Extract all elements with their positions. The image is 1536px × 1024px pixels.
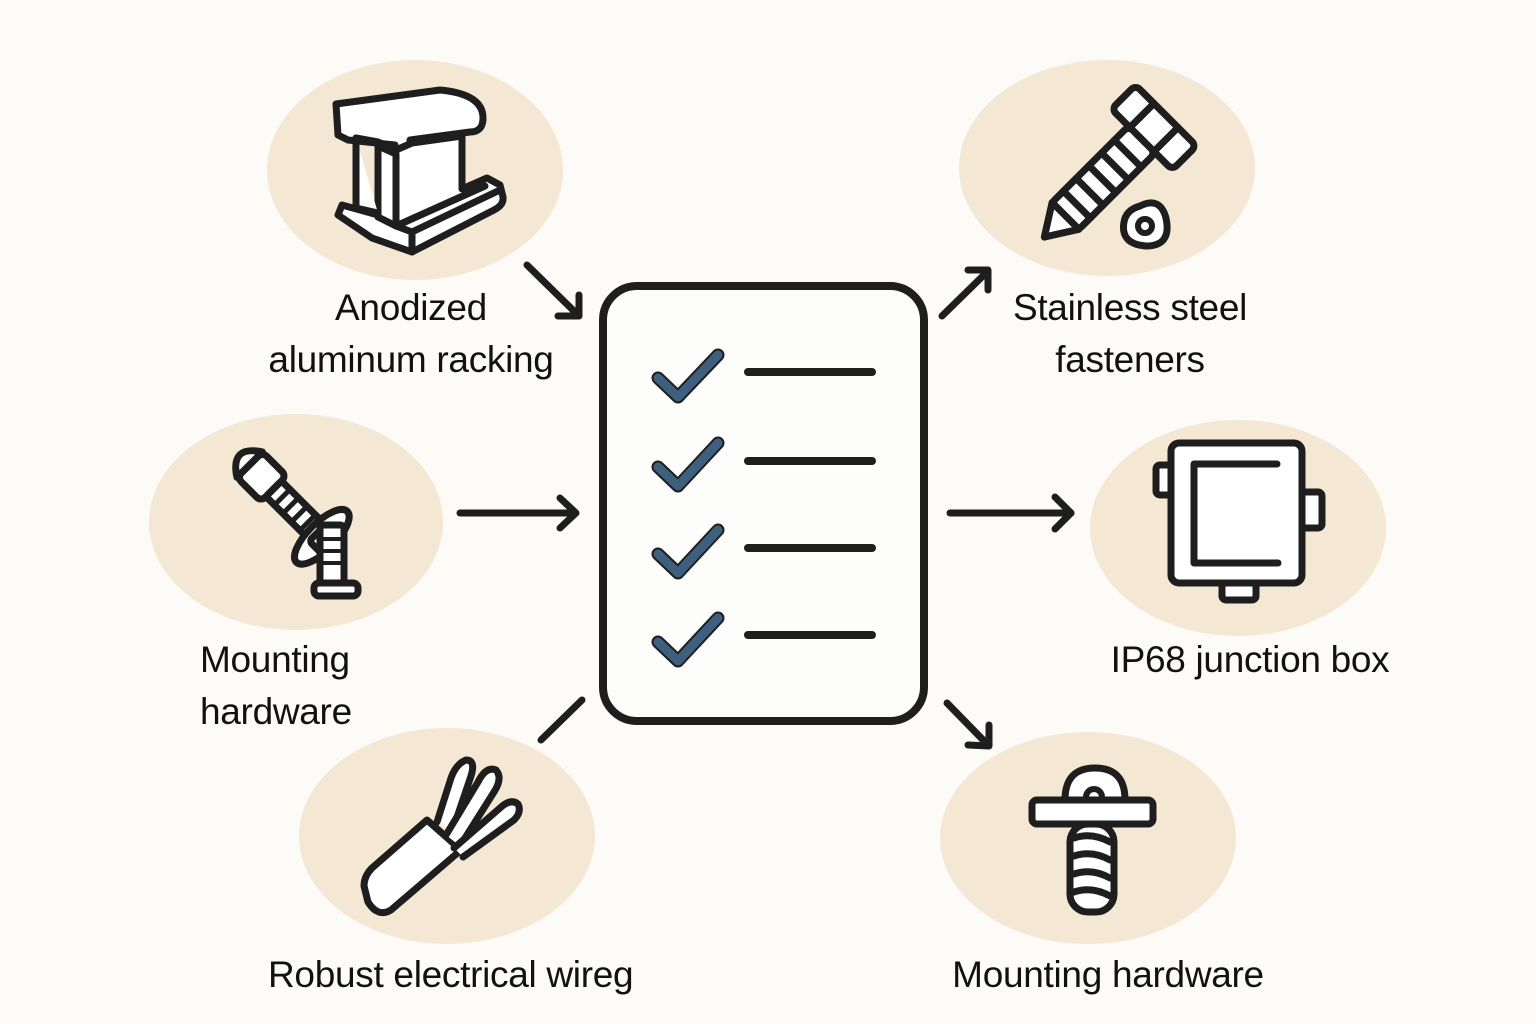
arrow-checklist-to-fasteners [938,266,992,320]
arrow-mounting-left-to-checklist [456,494,580,532]
arrow-checklist-to-mounting-right [943,699,993,750]
label-line: hardware [200,691,352,732]
wire-bundle-icon [360,756,523,917]
connector-wiring-to-checklist [537,696,586,744]
checklist-item [651,611,876,668]
screw-and-washer-icon [1040,84,1198,250]
label-line: Mounting hardware [952,954,1264,995]
label-line: Anodized [335,287,487,328]
node-label-stainless-steel-fasteners: Stainless steel fasteners [980,282,1280,386]
checklist-item [651,348,876,404]
arrow-checklist-to-junction-box [946,493,1075,533]
junction-box-icon [1152,439,1326,604]
label-line: Mounting [200,639,350,680]
checklist-icon [599,282,928,725]
arrow-anodized-to-checklist [523,261,583,320]
label-line: aluminum racking [268,339,554,380]
label-line: Stainless steel [1012,287,1248,328]
node-label-mounting-hardware-left: Mounting hardware [200,634,400,738]
aluminum-rail-icon [332,86,507,256]
node-label-mounting-hardware-right: Mounting hardware [918,949,1298,1001]
node-label-ip68-junction-box: IP68 junction box [1080,634,1420,686]
checklist-item [651,436,876,493]
mounting-screw-icon [1028,764,1157,916]
checklist-item [651,523,876,580]
label-line: fasteners [1055,339,1205,380]
node-label-robust-electrical-wiring: Robust electrical wireg [258,949,708,1001]
bolts-icon [232,447,362,600]
label-line: Robust electrical wireg [268,954,634,995]
node-label-anodized-aluminum-racking: Anodized aluminum racking [236,282,586,386]
label-line: IP68 junction box [1110,639,1390,680]
